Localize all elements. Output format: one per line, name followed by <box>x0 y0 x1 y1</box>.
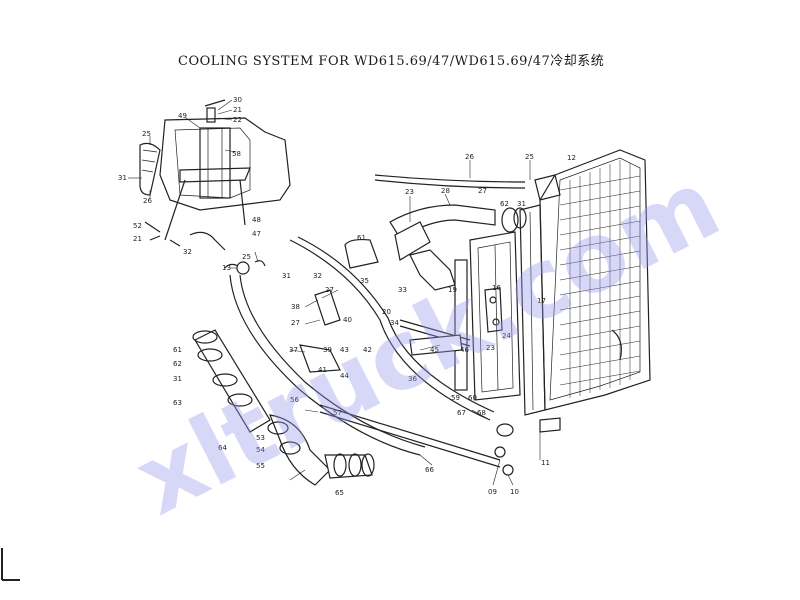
callout: 47 <box>252 230 261 238</box>
callout: 27 <box>325 286 334 294</box>
part-callouts: 30 21 22 49 58 25 31 26 52 21 32 48 47 2… <box>118 96 576 497</box>
leader-lines <box>128 99 541 486</box>
callout: 27 <box>478 187 487 195</box>
callout: 43 <box>340 346 349 354</box>
intercooler-frame <box>454 231 521 401</box>
callout: 21 <box>233 106 242 114</box>
callout: 35 <box>360 277 369 285</box>
callout: 32 <box>183 248 192 256</box>
callout: 10 <box>510 488 519 496</box>
callout: 48 <box>252 216 261 224</box>
callout: 17 <box>537 297 546 305</box>
callout: 55 <box>256 462 265 470</box>
callout: 62 <box>173 360 182 368</box>
callout: 31 <box>173 375 182 383</box>
callout: 19 <box>448 286 457 294</box>
hose-lines <box>192 174 527 486</box>
callout: 67 <box>457 409 466 417</box>
callout: 30 <box>233 96 242 104</box>
callout: 63 <box>173 399 182 407</box>
callout: 22 <box>233 116 242 124</box>
callout: 68 <box>477 409 486 417</box>
callout: 21 <box>133 235 142 243</box>
callout: 27 <box>291 319 300 327</box>
callout: 32 <box>313 272 322 280</box>
callout: 57 <box>333 409 342 417</box>
callout: 61 <box>173 346 182 354</box>
radiator-core-grid <box>559 160 641 398</box>
page-title: COOLING SYSTEM FOR WD615.69/47/WD615.69/… <box>178 54 605 69</box>
callout: 31 <box>282 272 291 280</box>
callout: 34 <box>390 319 399 327</box>
callout: 61 <box>357 234 366 242</box>
callout: 64 <box>218 444 227 452</box>
callout: 33 <box>398 286 407 294</box>
expansion-tank-assembly <box>139 99 291 251</box>
callout: 65 <box>335 489 344 497</box>
callout: 13 <box>222 264 231 272</box>
callout: 23 <box>486 344 495 352</box>
callout: 28 <box>441 187 450 195</box>
callout: 49 <box>178 112 187 120</box>
callout: 42 <box>363 346 372 354</box>
callout: 41 <box>318 366 327 374</box>
callout: 62 <box>500 200 509 208</box>
callout: 40 <box>343 316 352 324</box>
callout: 58 <box>232 150 241 158</box>
callout: 09 <box>488 488 497 496</box>
callout: 31 <box>118 174 127 182</box>
callout: 26 <box>465 153 474 161</box>
callout: 39 <box>323 346 332 354</box>
callout: 25 <box>142 130 151 138</box>
callout: 31 <box>517 200 526 208</box>
callout: 37 <box>289 346 298 354</box>
callout: 25 <box>525 153 534 161</box>
radiator-assembly <box>519 149 651 433</box>
callout: 66 <box>425 466 434 474</box>
callout: 46 <box>460 346 469 354</box>
callout: 38 <box>291 303 300 311</box>
callout: 16 <box>492 284 501 292</box>
callout: 60 <box>468 394 477 402</box>
callout: 24 <box>502 332 511 340</box>
callout: 20 <box>382 308 391 316</box>
callout: 52 <box>133 222 142 230</box>
callout: 53 <box>256 434 265 442</box>
callout: 25 <box>242 253 251 261</box>
callout: 36 <box>408 375 417 383</box>
callout: 12 <box>567 154 576 162</box>
callout: 23 <box>405 188 414 196</box>
callout: 26 <box>143 197 152 205</box>
callout: 44 <box>340 372 349 380</box>
callout: 54 <box>256 446 265 454</box>
callout: 59 <box>451 394 460 402</box>
callout: 11 <box>541 459 550 467</box>
callout: 45 <box>430 346 439 354</box>
callout: 56 <box>290 396 299 404</box>
